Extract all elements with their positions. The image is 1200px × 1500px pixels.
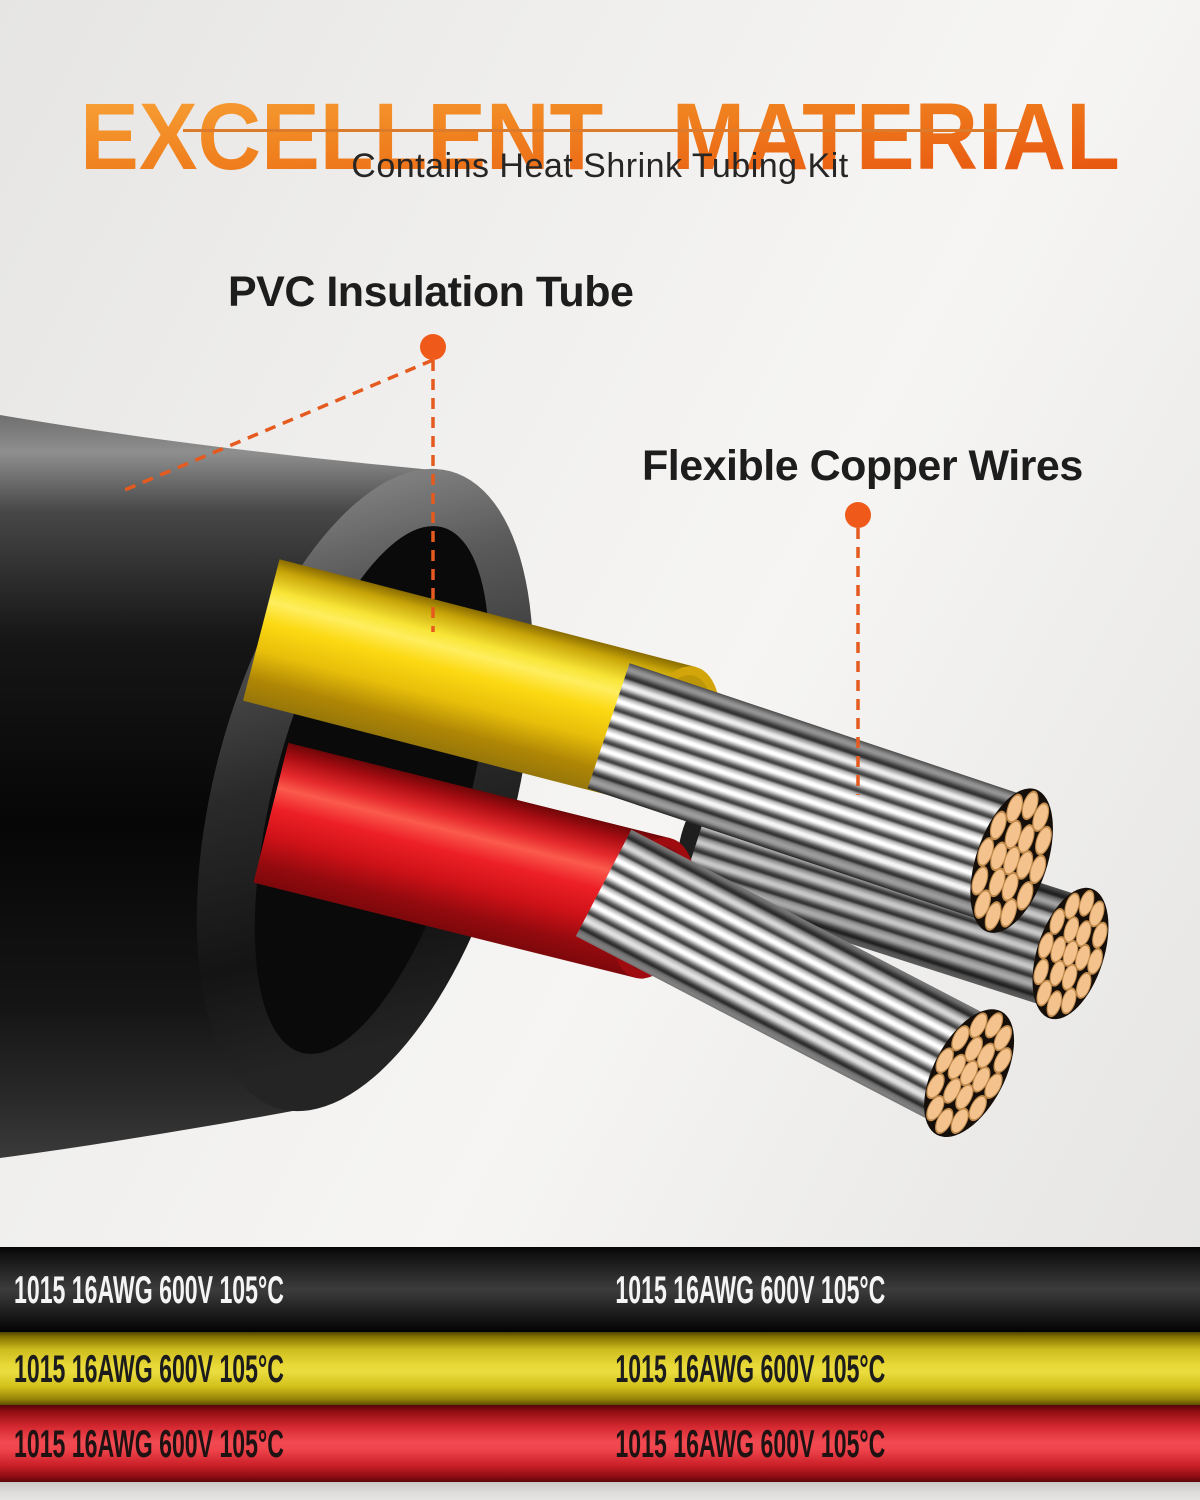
wire-marking: 1015 16AWG 600V 105°C — [615, 1421, 886, 1465]
wire-band-red: 1015 16AWG 600V 105°C 1015 16AWG 600V 10… — [0, 1405, 1200, 1482]
copper-bundle-yellow — [587, 663, 1071, 945]
wire-marking: 1015 16AWG 600V 105°C — [615, 1346, 886, 1390]
page-subtitle: Contains Heat Shrink Tubing Kit — [351, 147, 849, 185]
bottom-shadow-strip — [0, 1482, 1200, 1500]
wire-band-black: 1015 16AWG 600V 105°C 1015 16AWG 600V 10… — [0, 1247, 1200, 1332]
wire-marking: 1015 16AWG 600V 105°C — [615, 1267, 886, 1311]
wire-band-yellow: 1015 16AWG 600V 105°C 1015 16AWG 600V 10… — [0, 1332, 1200, 1405]
page-title: EXCELLENT MATERIAL — [0, 88, 1200, 184]
title-underline — [183, 129, 1021, 132]
callout-copper-wires: Flexible Copper Wires — [642, 442, 1083, 490]
callout-pvc-insulation: PVC Insulation Tube — [228, 268, 634, 316]
copper-callout-dot — [845, 502, 871, 528]
wire-marking: 1015 16AWG 600V 105°C — [14, 1267, 284, 1311]
wire-marking: 1015 16AWG 600V 105°C — [14, 1421, 284, 1465]
copper-bundle-red — [575, 829, 1034, 1153]
wire-marking: 1015 16AWG 600V 105°C — [14, 1346, 284, 1390]
pvc-callout-dot — [420, 334, 446, 360]
